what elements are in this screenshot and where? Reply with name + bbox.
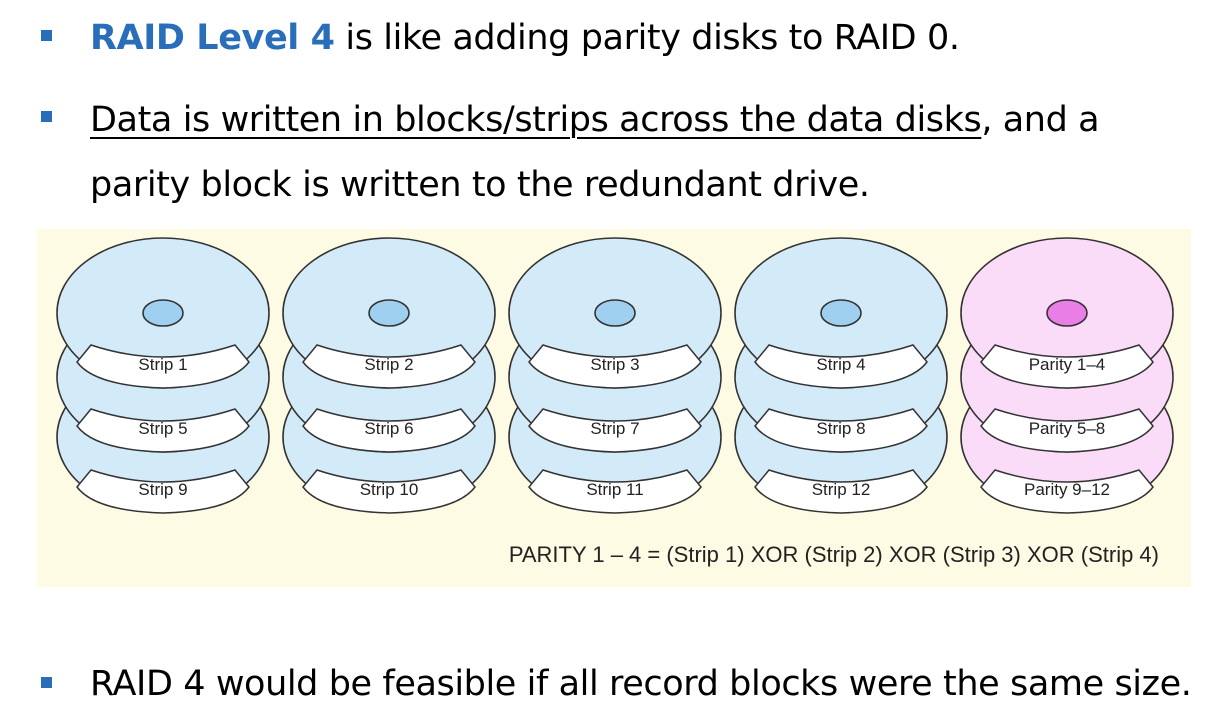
data-disk-3: Strip 3 Strip 7 Strip 11: [508, 237, 722, 514]
bullet-2-text: , and a: [981, 100, 1100, 140]
bullet-data-written: Data is written in blocks/strips across …: [90, 88, 1100, 152]
bullet-1-text: is like adding parity disks to RAID 0.: [334, 18, 960, 58]
square-bullet-icon: [41, 30, 52, 41]
strip-band: [302, 469, 476, 514]
data-disk-2: Strip 2 Strip 6 Strip 10: [282, 237, 496, 514]
underlined-phrase: Data is written in blocks/strips across …: [90, 100, 982, 140]
strip-band: [302, 408, 476, 453]
disk-hub-icon: [820, 299, 862, 327]
raid-level-4-highlight: RAID Level 4: [90, 18, 335, 58]
strip-band: [76, 408, 250, 453]
strip-band: [980, 469, 1154, 514]
strip-label: Strip 2: [364, 355, 413, 374]
disk-hub-icon: [142, 299, 184, 327]
strip-label: Strip 5: [138, 419, 187, 438]
bullet-data-written-line-2: parity block is written to the redundant…: [90, 165, 870, 205]
parity-label: Parity 9–12: [1024, 480, 1110, 499]
square-bullet-icon: [41, 677, 52, 688]
strip-label: Strip 1: [138, 355, 187, 374]
disk-hub-icon: [368, 299, 410, 327]
data-disk-4: Strip 4 Strip 8 Strip 12: [734, 237, 948, 514]
parity-formula: PARITY 1 – 4 = (Strip 1) XOR (Strip 2) X…: [509, 542, 1159, 567]
strip-band: [754, 408, 928, 453]
strip-band: [980, 344, 1154, 389]
strip-band: [76, 344, 250, 389]
strip-label: Strip 4: [816, 355, 865, 374]
bullet-raid-4-feasible: RAID 4 would be feasible if all record b…: [90, 664, 1192, 704]
strip-band: [302, 344, 476, 389]
strip-band: [76, 469, 250, 514]
strip-label: Strip 11: [586, 480, 643, 499]
strip-band: [528, 408, 702, 453]
bullet-raid-level-4: RAID Level 4 is like adding parity disks…: [90, 6, 960, 70]
strip-band: [980, 408, 1154, 453]
data-disk-1: Strip 1 Strip 5 Strip 9: [56, 237, 270, 514]
strip-label: Strip 7: [590, 419, 639, 438]
strip-label: Strip 3: [590, 355, 639, 374]
strip-label: Strip 9: [138, 480, 187, 499]
disk-hub-icon: [1046, 299, 1088, 327]
disk-hub-icon: [594, 299, 636, 327]
strip-label: Strip 10: [360, 480, 419, 499]
parity-label: Parity 1–4: [1029, 355, 1106, 374]
strip-label: Strip 8: [816, 419, 865, 438]
square-bullet-icon: [41, 111, 52, 122]
strip-band: [528, 469, 702, 514]
parity-label: Parity 5–8: [1029, 419, 1106, 438]
strip-band: [754, 469, 928, 514]
strip-band: [528, 344, 702, 389]
strip-band: [754, 344, 928, 389]
strip-label: Strip 12: [812, 480, 871, 499]
strip-label: Strip 6: [364, 419, 413, 438]
